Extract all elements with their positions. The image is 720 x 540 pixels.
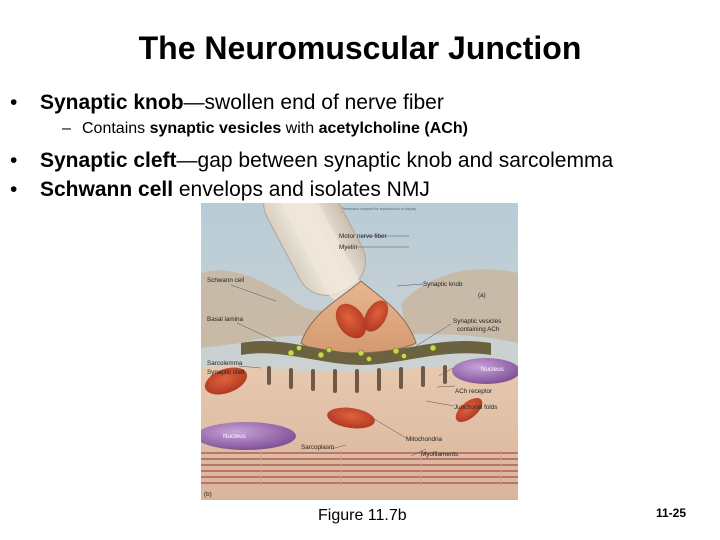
slide-title: The Neuromuscular Junction xyxy=(138,30,582,66)
muscle-mitochondrion-right xyxy=(455,398,483,422)
sub-bullet-term-ach: acetylcholine (ACh) xyxy=(318,120,468,137)
synaptic-vesicles xyxy=(287,344,437,362)
bullet-text: envelops and isolates NMJ xyxy=(173,178,430,201)
bullet-term: Schwann cell xyxy=(40,178,174,201)
sub-bullet-dash: – xyxy=(62,120,71,137)
nucleus-right xyxy=(452,358,518,384)
muscle-mitochondrion-left xyxy=(204,367,248,395)
bullet-synaptic-knob: • Synaptic knob—swollen end of nerve fibe… xyxy=(10,90,444,116)
junctional-folds xyxy=(267,365,447,393)
leader-lines xyxy=(230,235,456,457)
sub-bullet-middle: with xyxy=(281,120,319,137)
bullet-dot: • xyxy=(10,91,18,114)
label-sarcolemma: Sarcolemma xyxy=(207,360,243,367)
label-basal-lamina: Basal lamina xyxy=(207,316,244,323)
label-schwann-cell: Schwann cell xyxy=(207,277,244,284)
bullet-term: Synaptic knob xyxy=(40,91,184,114)
knob-mitochondrion-right xyxy=(363,300,389,332)
label-nucleus-left: Nucleus xyxy=(223,433,246,440)
schwann-cell-right xyxy=(401,269,518,343)
sub-bullet-vesicles: –Contains synaptic vesicles with acetylc… xyxy=(62,119,468,139)
label-myofilaments: Myofilaments xyxy=(421,451,458,458)
label-panel-b: (b) xyxy=(204,491,212,498)
label-mitochondria: Mitochondria xyxy=(406,436,443,443)
motor-nerve-fiber xyxy=(263,203,366,302)
myofilaments xyxy=(201,452,518,484)
knob-mitochondrion-left xyxy=(335,303,367,339)
label-motor-nerve-fiber: Motor nerve fiber xyxy=(339,233,387,240)
bullet-text: —gap between synaptic knob and sarcolemm… xyxy=(176,149,614,172)
basal-lamina xyxy=(241,340,491,365)
label-synaptic-vesicles: Synaptic vesicles xyxy=(453,318,501,325)
label-synaptic-cleft: Synaptic cleft xyxy=(207,369,245,376)
muscle-mitochondrion-center xyxy=(327,407,375,429)
label-junctional-folds: Junctional folds xyxy=(454,404,497,411)
bullet-synaptic-cleft: • Synaptic cleft—gap between synaptic kno… xyxy=(10,148,613,174)
nmj-illustration: Copyright © McGraw-Hill Education. Permi… xyxy=(201,203,518,500)
axon xyxy=(274,203,360,302)
bullet-dot: • xyxy=(10,149,18,172)
bullet-text: —swollen end of nerve fiber xyxy=(183,91,444,114)
sub-bullet-prefix: Contains xyxy=(82,120,150,137)
label-panel-a: (a) xyxy=(478,292,486,299)
nmj-figure: Copyright © McGraw-Hill Education. Permi… xyxy=(201,203,518,500)
label-synaptic-knob: Synaptic knob xyxy=(423,281,463,288)
sub-bullet-term-vesicles: synaptic vesicles xyxy=(149,120,282,137)
label-containing-ach: containing ACh xyxy=(457,326,500,333)
bullet-schwann-cell: • Schwann cell envelops and isolates NMJ xyxy=(10,177,430,203)
label-ach-receptor: ACh receptor xyxy=(455,388,492,395)
figure-caption: Figure 11.7b xyxy=(318,507,407,524)
nucleus-left xyxy=(201,422,296,450)
slide-number: 11-25 xyxy=(656,506,687,520)
bullet-term: Synaptic cleft xyxy=(40,149,177,172)
muscle-fiber xyxy=(201,365,518,500)
label-nucleus-right: Nucleus xyxy=(481,366,504,373)
figure-copyright: Copyright © McGraw-Hill Education. Permi… xyxy=(283,207,417,211)
myofilament-bands xyxy=(260,450,502,486)
bullet-dot: • xyxy=(10,178,18,201)
label-myelin: Myelin xyxy=(339,244,358,251)
label-sarcoplasm: Sarcoplasm xyxy=(301,444,334,451)
